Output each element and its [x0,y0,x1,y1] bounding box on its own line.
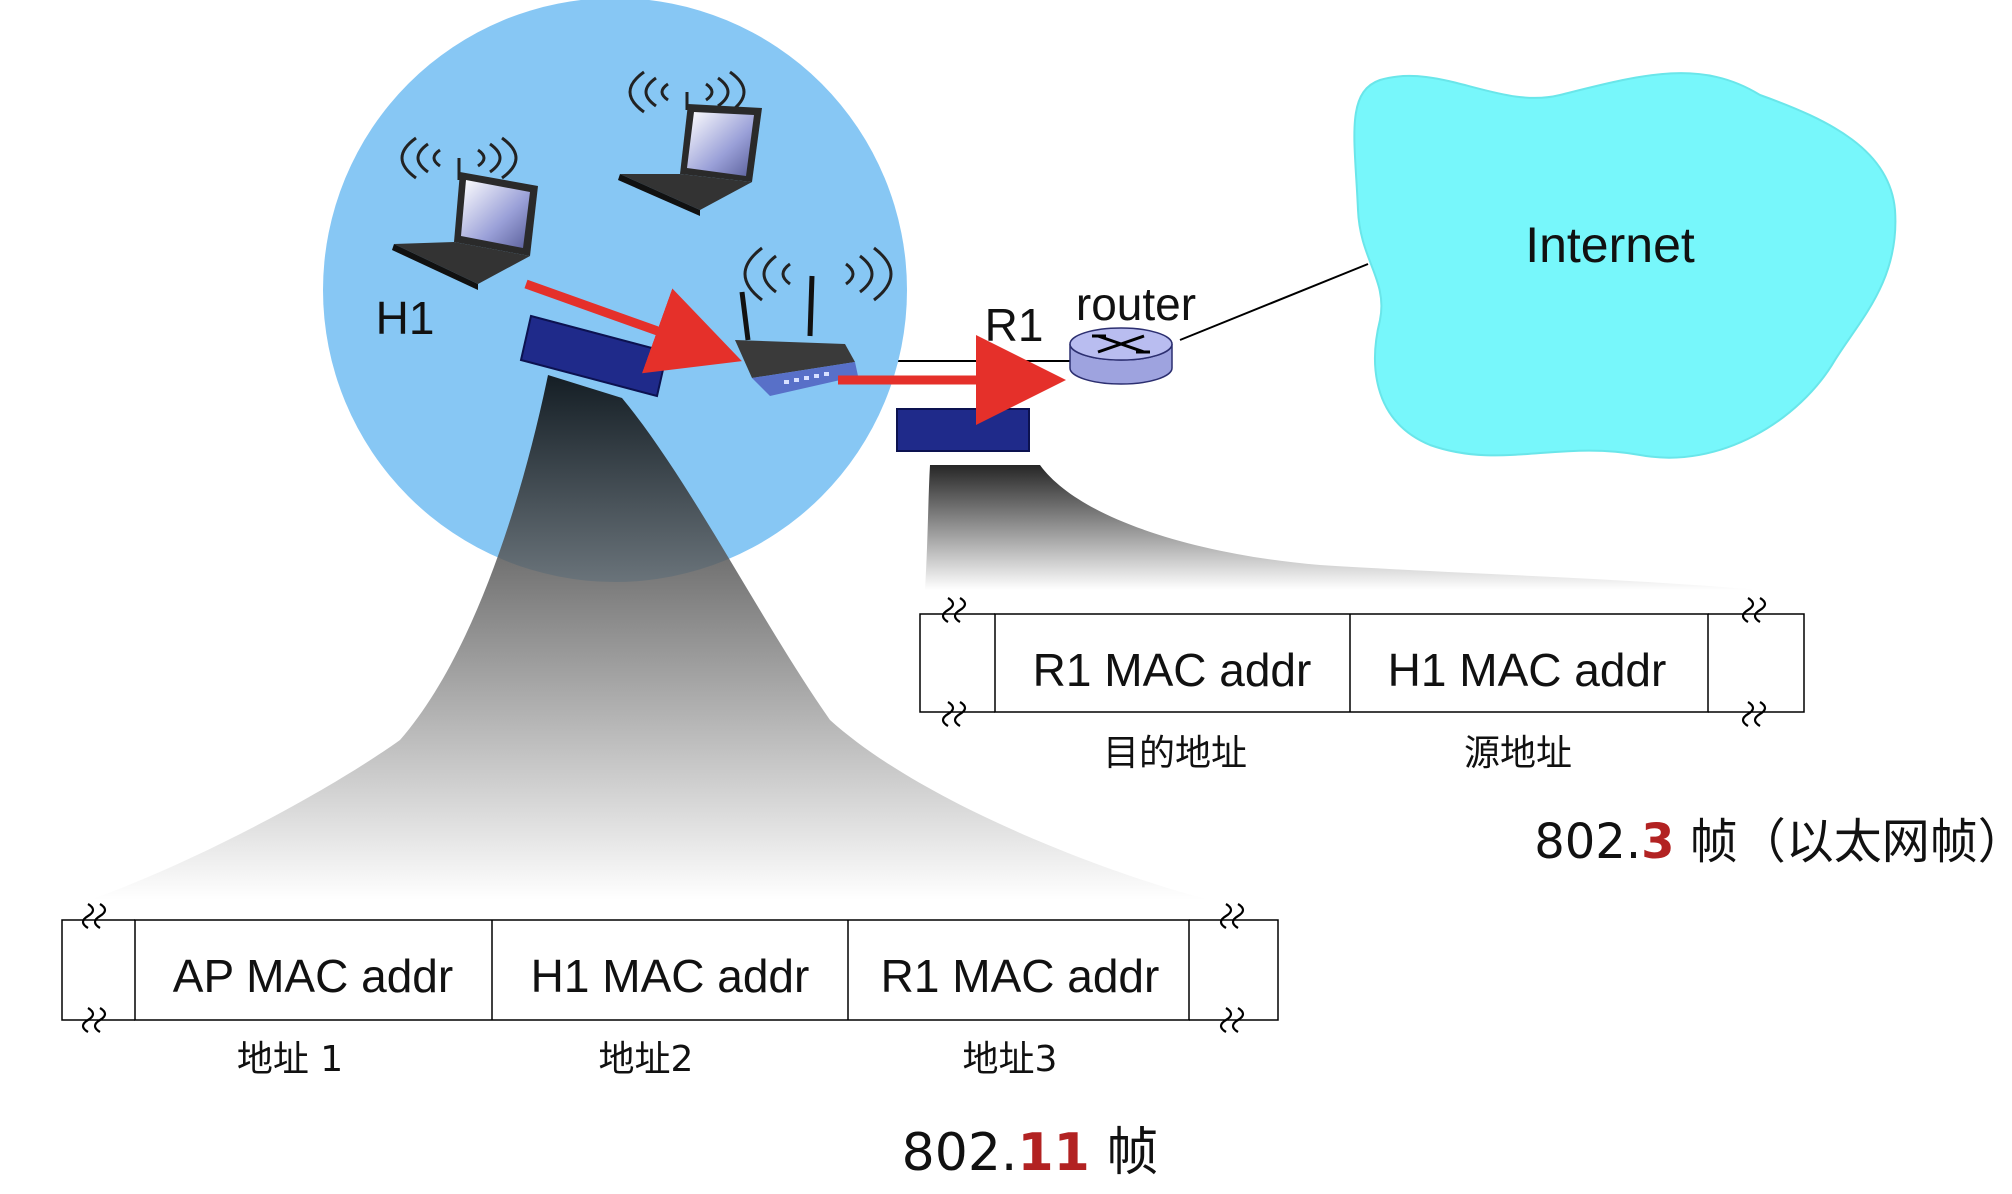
frame-8023-field-1: R1 MAC addr [1033,644,1312,696]
frame-80211-caption-2: 地址2 [599,1039,694,1080]
frame-80211-field-3: R1 MAC addr [881,950,1160,1002]
frame-8023-caption-2: 源地址 [1464,733,1572,774]
arrow-h1-to-ap [524,279,742,374]
internet-cloud [1353,72,1897,459]
internet-label: Internet [1525,217,1695,273]
frame-8023-title-suffix: 帧（以太网帧） [1675,814,2012,870]
frame-8023: R1 MAC addr H1 MAC addr 目的地址 源地址 802.3 帧… [919,597,2012,870]
bss-circle [323,0,907,582]
router [1069,327,1173,385]
frame-8023-title: 802.3 帧（以太网帧） [1534,814,2012,870]
access-point [735,246,893,396]
frame-80211-title-highlight: 11 [1017,1123,1089,1183]
frame-block-80211 [519,314,669,398]
wifi-signal-icon [743,246,893,302]
frame-80211-caption-3: 地址3 [963,1039,1058,1080]
router-label: router [1076,278,1196,330]
frame-block-8023 [896,408,1030,452]
host-label: H1 [376,292,435,344]
router-id-label: R1 [985,299,1044,351]
wifi-signal-icon [400,136,518,180]
frame-80211: AP MAC addr H1 MAC addr R1 MAC addr 地址 1… [61,903,1279,1183]
frame-8023-caption-1: 目的地址 [1103,733,1247,774]
frame-80211-title-prefix: 802. [902,1123,1018,1183]
beam-8023 [925,465,1760,590]
beam-80211 [90,375,1210,900]
router-cross-icon [1092,334,1150,354]
laptop-2 [618,70,762,216]
frame-80211-title: 802.11 帧 [902,1123,1159,1183]
laptop-h1 [392,136,538,290]
frame-8023-title-prefix: 802. [1534,814,1641,870]
frame-80211-field-1: AP MAC addr [173,950,453,1002]
router-internet-link [1179,263,1369,341]
frame-80211-caption-1: 地址 1 [237,1039,343,1080]
frame-80211-title-suffix: 帧 [1090,1123,1159,1183]
frame-8023-field-2: H1 MAC addr [1388,644,1667,696]
frame-8023-title-highlight: 3 [1641,814,1674,870]
frame-80211-field-2: H1 MAC addr [531,950,810,1002]
